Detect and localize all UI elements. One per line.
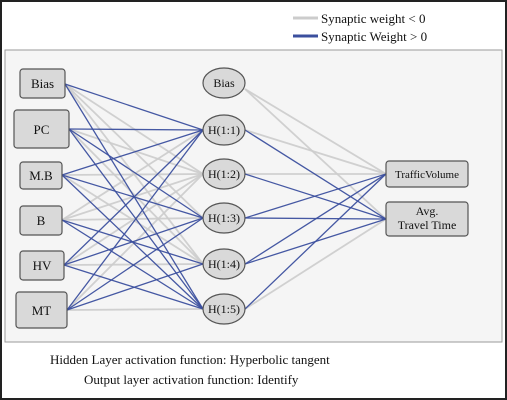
hidden-node-h1-3-label: H(1:3) — [208, 211, 240, 225]
connection-h-1-1-to-trafficvolume — [244, 129, 387, 175]
connection-h-1-5-to-avg-travel-time — [244, 218, 387, 310]
output-activation-caption: Output layer activation function: Identi… — [84, 372, 299, 387]
input-node-pc-label: PC — [34, 122, 50, 137]
connection-pc-to-h-1-1 — [68, 128, 204, 131]
legend-positive-label: Synaptic Weight > 0 — [321, 29, 427, 44]
input-node-b-label: B — [37, 213, 46, 228]
connection-bias-to-h-1-1 — [64, 83, 204, 131]
connection-b-to-h-1-1 — [61, 129, 204, 221]
connection-mt-to-h-1-1 — [66, 129, 204, 311]
hidden-node-h1-4 — [202, 248, 246, 280]
hidden-node-h1-5-label: H(1:5) — [208, 302, 240, 316]
connection-hv-to-h-1-1 — [63, 129, 204, 266]
connection-h-1-4-to-trafficvolume — [244, 173, 387, 265]
connection-mt-to-h-1-5 — [66, 308, 204, 311]
connection-b-to-h-1-5 — [61, 219, 204, 310]
connection-h-1-3-to-trafficvolume — [244, 173, 387, 219]
connection-m-b-to-h-1-1 — [61, 129, 204, 176]
output-node-travel-time-line: Avg. — [416, 204, 439, 218]
connection-h-1-1-to-avg-travel-time — [244, 129, 387, 220]
input-node-mb — [19, 161, 63, 190]
connection-m-b-to-h-1-3 — [61, 174, 204, 219]
connection-mt-to-h-1-4 — [66, 263, 204, 311]
input-node-mt — [15, 291, 68, 329]
hidden-node-bias-label: Bias — [213, 76, 235, 90]
input-node-mb-label: M.B — [29, 168, 53, 183]
legend: Synaptic weight < 0 Synaptic Weight > 0 — [293, 11, 427, 44]
output-layer: TrafficVolume Avg.Travel Time — [385, 160, 469, 237]
hidden-node-h1-2 — [202, 158, 246, 190]
connection-b-to-h-1-3 — [61, 217, 204, 221]
output-node-travel-time — [385, 201, 469, 237]
hidden-node-h1-1 — [202, 114, 246, 146]
input-node-pc — [13, 109, 70, 149]
input-node-mt-label: MT — [32, 303, 52, 318]
output-node-travel-time-line: Travel Time — [398, 218, 457, 232]
connection-h-1-5-to-trafficvolume — [244, 173, 387, 310]
input-node-hv-label: HV — [33, 258, 52, 273]
connections — [61, 83, 387, 311]
hidden-node-h1-1-label: H(1:1) — [208, 123, 240, 137]
output-node-traffic-volume-label: TrafficVolume — [395, 169, 459, 181]
input-node-bias — [19, 68, 66, 99]
connection-hbias-to-trafficvolume — [244, 88, 387, 175]
connection-mt-to-h-1-2 — [66, 173, 204, 311]
hidden-activation-caption: Hidden Layer activation function: Hyperb… — [50, 352, 330, 367]
hidden-node-h1-4-label: H(1:4) — [208, 257, 240, 271]
input-node-b — [19, 205, 63, 236]
connection-pc-to-h-1-3 — [68, 128, 204, 219]
input-node-bias-label: Bias — [31, 76, 54, 91]
legend-negative-label: Synaptic weight < 0 — [321, 11, 425, 26]
hidden-node-h1-2-label: H(1:2) — [208, 167, 240, 181]
input-node-hv — [19, 250, 65, 281]
connection-hv-to-h-1-2 — [63, 173, 204, 266]
connection-mt-to-h-1-3 — [66, 217, 204, 311]
hidden-node-h1-5 — [202, 293, 246, 325]
output-node-travel-time-label: Avg.Travel Time — [398, 204, 457, 232]
output-node-traffic-volume — [385, 160, 469, 188]
input-layer: Bias PC M.B B HV MT — [13, 68, 70, 329]
hidden-node-bias — [202, 67, 246, 99]
hidden-node-h1-3 — [202, 202, 246, 234]
hidden-layer: Bias H(1:1) H(1:2) H(1:3) H(1:4) H(1:5) — [202, 67, 246, 325]
connection-hv-to-h-1-3 — [63, 217, 204, 266]
